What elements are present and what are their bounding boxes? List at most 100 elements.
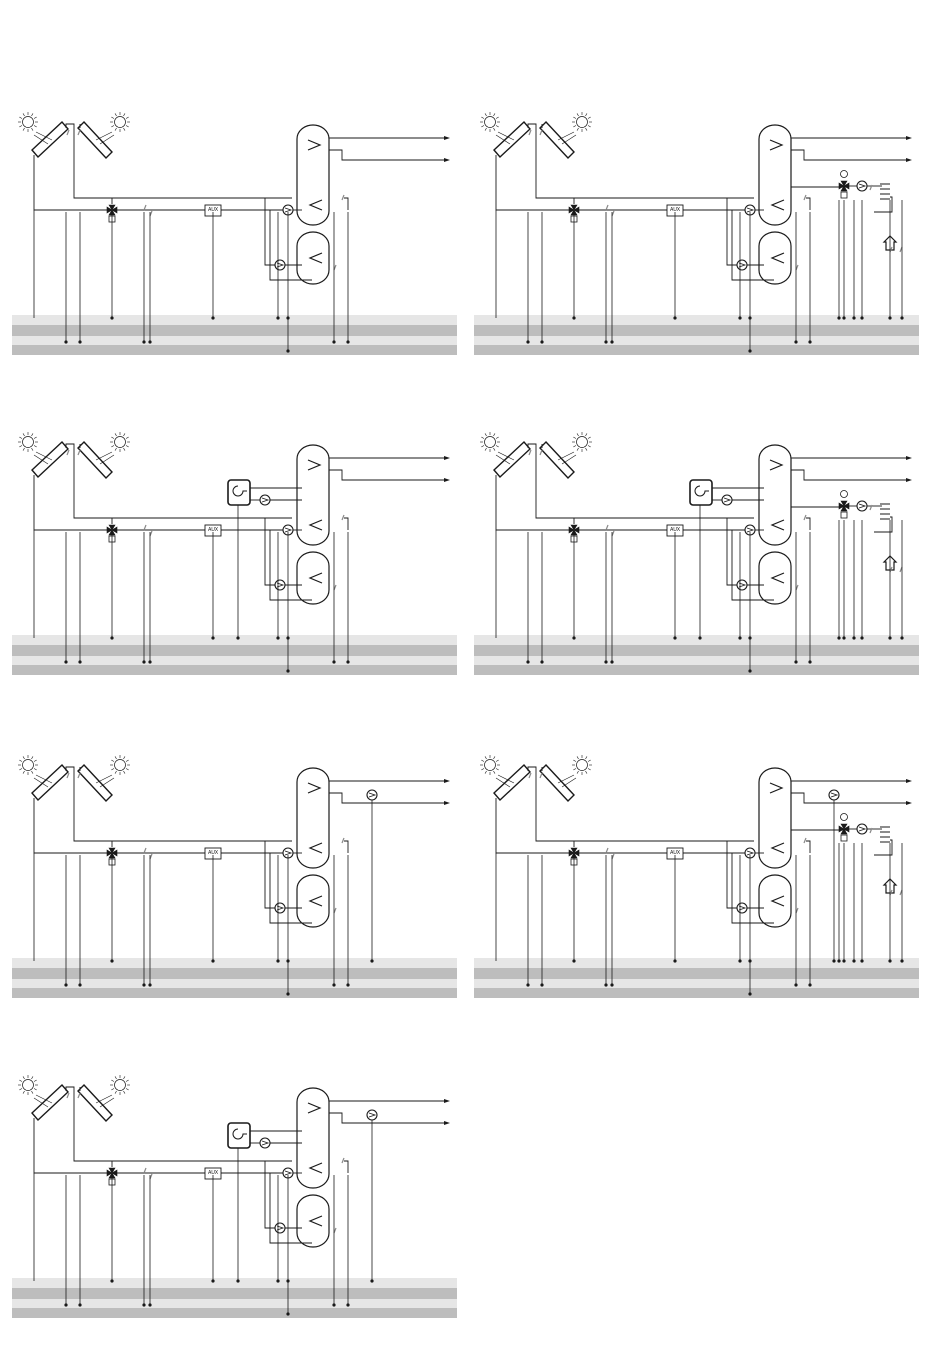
heating-pump-icon (857, 501, 867, 511)
secondary-pump-icon (275, 260, 285, 270)
secondary-pump-icon (275, 903, 285, 913)
terminal-dot (900, 959, 903, 962)
diagram-5: AUX (12, 743, 472, 1033)
terminal-band (12, 1278, 457, 1288)
arrow-icon (906, 456, 912, 460)
sun-icon (110, 112, 130, 132)
valve-actuator-icon (841, 171, 848, 178)
cold-water-inlet (329, 1113, 444, 1123)
heating-pump-icon (857, 824, 867, 834)
pipe-sensor-icon (606, 205, 608, 210)
terminal-dot (900, 316, 903, 319)
pipe (806, 841, 810, 853)
mixing-valve-icon (839, 181, 849, 198)
terminal-band (12, 325, 457, 336)
arrow-icon (906, 801, 912, 805)
flame-icon (233, 486, 247, 496)
terminal-dot (110, 959, 113, 962)
terminal-band (12, 345, 457, 355)
terminal-dot (837, 636, 840, 639)
heat-exchanger-coil-icon (310, 520, 322, 530)
solar-collector-icon (32, 1085, 68, 1120)
collector-sensor-icon (529, 450, 531, 455)
terminal-dot (276, 1279, 279, 1282)
boiler-pump-icon (722, 495, 732, 505)
collector-sensor-icon (529, 773, 531, 778)
terminal-dot (748, 992, 751, 995)
terminal-dot (852, 636, 855, 639)
terminal-dot (748, 669, 751, 672)
heat-exchanger-coil-icon (770, 783, 782, 793)
terminal-band (12, 1299, 457, 1308)
terminal-dot (276, 636, 279, 639)
boiler-icon (690, 480, 712, 505)
diagram-2-schematic (474, 100, 934, 390)
terminal-band (12, 979, 457, 988)
solar-collector-icon (494, 442, 530, 477)
pipe-sensor-icon (606, 848, 608, 853)
terminal-dot (286, 1312, 289, 1315)
arrow-icon (444, 1121, 450, 1125)
terminal-dot (738, 636, 741, 639)
pipe-return (34, 798, 110, 853)
pipe (732, 530, 774, 600)
pipe (270, 1173, 312, 1243)
heat-exchanger-coil-icon (310, 1163, 322, 1173)
sun-icon (480, 112, 500, 132)
circulation-pump-icon (367, 790, 377, 800)
solar-collector-icon (78, 765, 112, 801)
sun-icon (110, 1075, 130, 1095)
pipe (806, 518, 810, 530)
collector-sensor-icon (540, 130, 542, 135)
diagram-6-schematic (474, 743, 934, 1033)
valve-actuator-icon (841, 814, 848, 821)
heating-pump-icon (857, 181, 867, 191)
solar-collector-icon (540, 765, 574, 801)
terminal-band (474, 336, 919, 345)
terminal-band (474, 958, 919, 968)
terminal-band (12, 635, 457, 645)
pipe-flow (528, 124, 754, 198)
terminal-dot (673, 316, 676, 319)
sun-icon (18, 755, 38, 775)
pipe (270, 853, 312, 923)
terminal-dot (211, 1279, 214, 1282)
sun-icon (18, 432, 38, 452)
sun-icon (110, 755, 130, 775)
storage-tank-lower (297, 875, 329, 927)
arrow-icon (444, 779, 450, 783)
collector-sensor-icon (540, 450, 542, 455)
heat-exchanger-coil-icon (310, 573, 322, 583)
collector-sensor-icon (67, 450, 69, 455)
terminal-dot (211, 636, 214, 639)
terminal-dot (211, 959, 214, 962)
pipe (344, 198, 348, 210)
pipe-return (496, 475, 572, 530)
terminal-dot (673, 959, 676, 962)
terminal-dot (286, 669, 289, 672)
pipe-return (34, 475, 110, 530)
pipe-flow (66, 444, 292, 518)
terminal-band (474, 315, 919, 325)
solar-collector-icon (494, 122, 530, 157)
pipe-flow (66, 767, 292, 841)
terminal-band (12, 1288, 457, 1299)
arrow-icon (906, 779, 912, 783)
terminal-dot (837, 316, 840, 319)
pipe-flow (66, 124, 292, 198)
arrow-icon (444, 1099, 450, 1103)
storage-tank-lower (297, 552, 329, 604)
terminal-dot (852, 316, 855, 319)
solar-collector-icon (32, 442, 68, 477)
terminal-dot (236, 1279, 239, 1282)
terminal-dot (748, 349, 751, 352)
pipe (344, 841, 348, 853)
tank-sensor-icon (342, 195, 344, 200)
heat-exchanger-coil-icon (308, 140, 320, 150)
boiler-icon (228, 1123, 250, 1148)
arrow-icon (906, 158, 912, 162)
aux-label: AUX (205, 1168, 221, 1179)
mixing-valve-icon (839, 824, 849, 841)
cold-water-inlet (329, 793, 444, 803)
pipe-return (496, 155, 572, 210)
